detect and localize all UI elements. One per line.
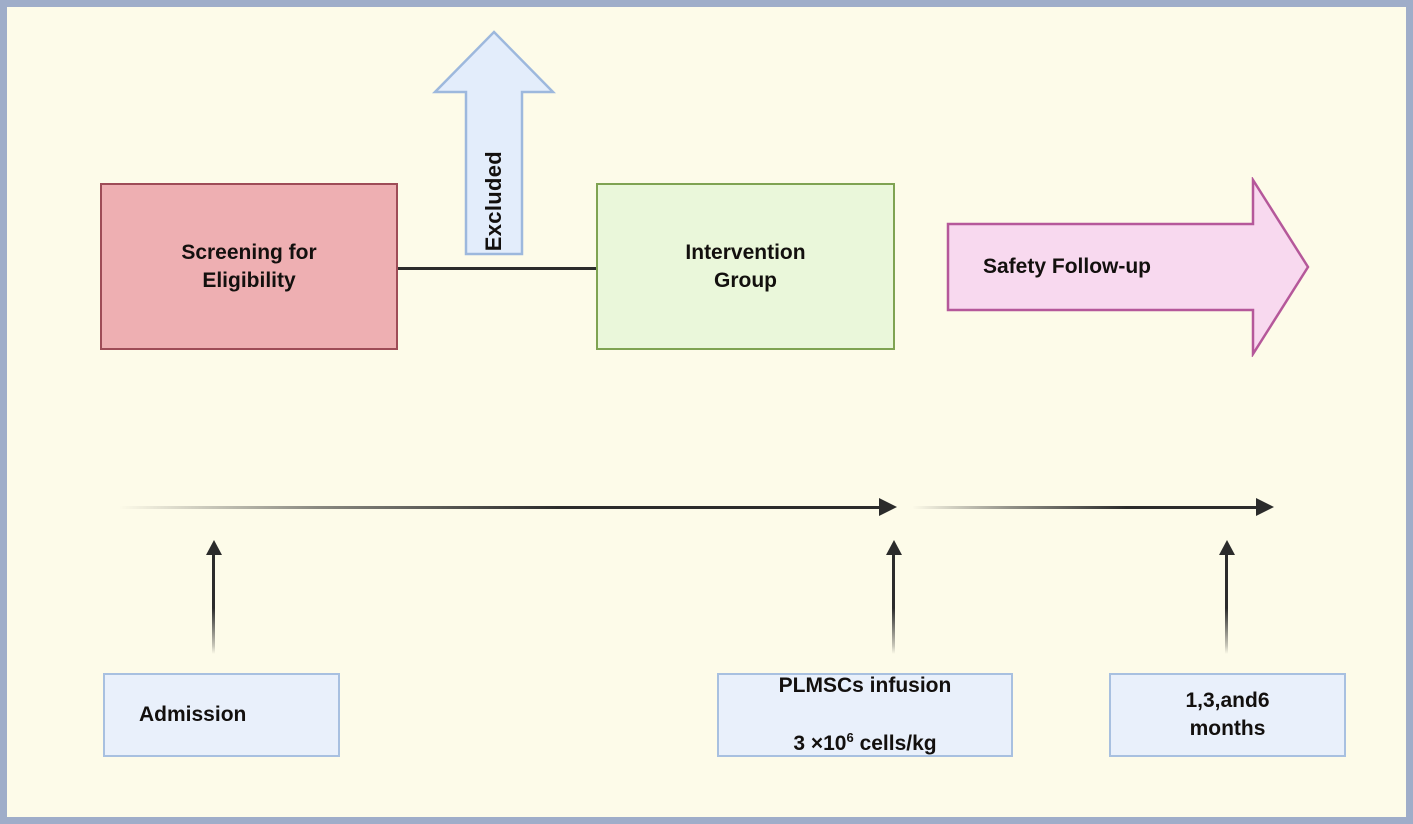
infusion-dose-exponent: 6 <box>846 729 854 745</box>
timeline-segment-two-arrowhead-icon <box>1256 498 1274 516</box>
tick-arrow-followup <box>1219 540 1235 654</box>
up-arrow-icon <box>1219 540 1235 555</box>
timeline-segment-two <box>912 495 1274 521</box>
up-arrow-icon <box>886 540 902 555</box>
tick-arrow-shaft <box>1225 552 1228 654</box>
infusion-dose-post: cells/kg <box>853 731 937 755</box>
up-arrow-icon <box>206 540 222 555</box>
infusion-line-2: 3 ×106 cells/kg <box>779 729 952 758</box>
excluded-arrow-polygon <box>432 30 556 256</box>
node-intervention-group[interactable]: Intervention Group <box>596 183 895 350</box>
timeline-event-infusion[interactable]: PLMSCs infusion 3 ×106 cells/kg <box>717 673 1013 757</box>
tick-arrow-shaft <box>892 552 895 654</box>
timeline-event-admission[interactable]: Admission <box>103 673 340 757</box>
excluded-arrow-shape[interactable] <box>432 29 556 257</box>
timeline-event-infusion-text: PLMSCs infusion 3 ×106 cells/kg <box>779 644 952 787</box>
timeline-segment-one <box>119 495 897 521</box>
safety-followup-arrow-shape[interactable] <box>945 175 1311 359</box>
tick-arrow-shaft <box>212 552 215 654</box>
node-screening-for-eligibility[interactable]: Screening for Eligibility <box>100 183 398 350</box>
timeline-segment-one-shaft <box>119 506 881 509</box>
tick-arrow-infusion <box>886 540 902 654</box>
timeline-segment-two-shaft <box>912 506 1258 509</box>
safety-followup-arrow-polygon <box>946 175 1310 359</box>
timeline-event-followup[interactable]: 1,3,and6 months <box>1109 673 1346 757</box>
tick-arrow-admission <box>206 540 222 654</box>
connector-screening-to-intervention <box>398 267 597 270</box>
infusion-dose-pre: 3 ×10 <box>793 731 847 755</box>
infusion-line-1: PLMSCs infusion <box>778 673 952 697</box>
timeline-segment-one-arrowhead-icon <box>879 498 897 516</box>
